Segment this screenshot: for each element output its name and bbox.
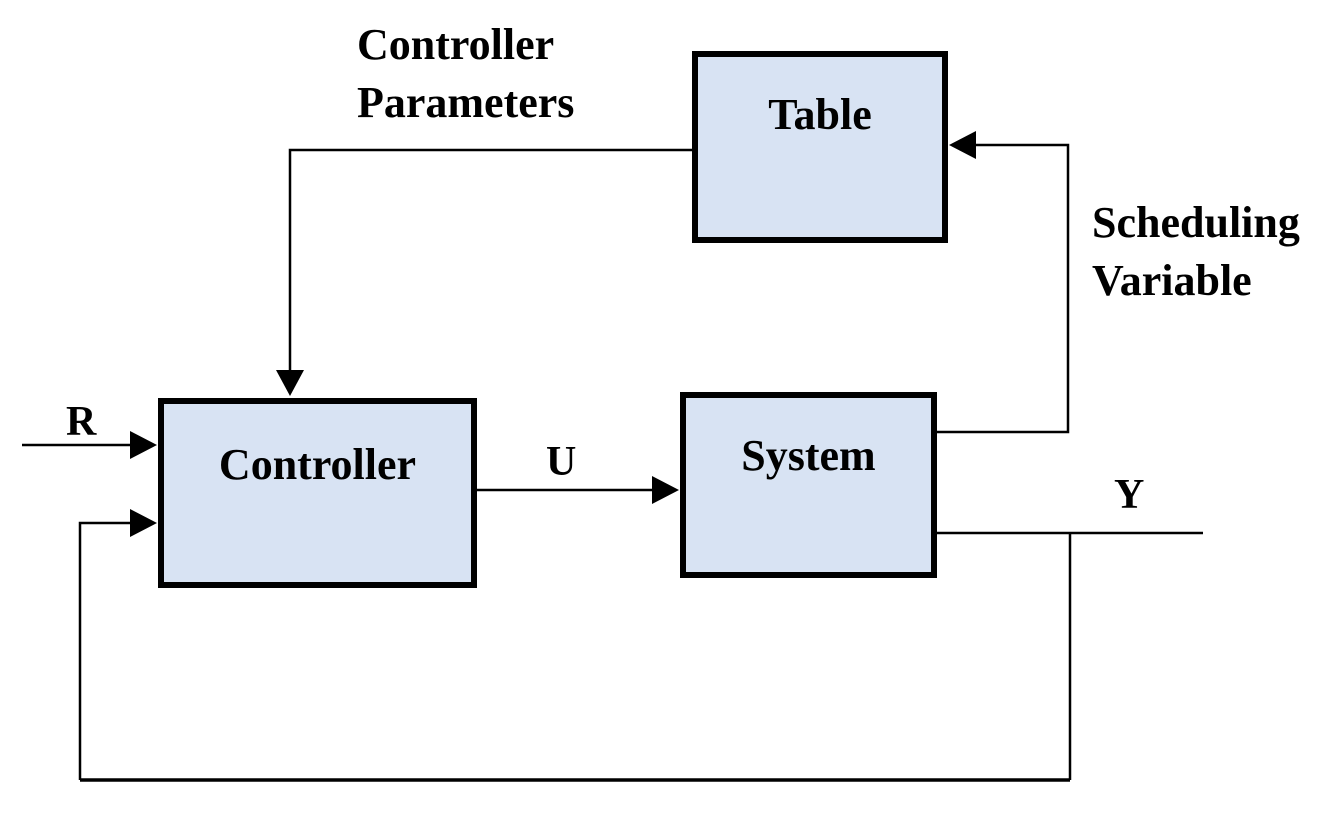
controller-parameters-line2: Parameters <box>357 78 575 127</box>
scheduling-variable-line1: Scheduling <box>1092 198 1300 247</box>
wire-table-to-controller <box>288 148 692 382</box>
controller-parameters-label: Controller Parameters <box>357 16 574 132</box>
output-signal-label: Y <box>1114 472 1145 518</box>
arrowhead-into-controller-top-icon <box>276 370 304 396</box>
scheduling-variable-label: Scheduling Variable <box>1092 194 1300 310</box>
arrowhead-feedback-into-controller-icon <box>130 509 157 537</box>
scheduling-variable-line2: Variable <box>1092 256 1252 305</box>
arrowhead-reference-into-controller-icon <box>130 431 157 459</box>
table-block: Table <box>692 51 948 243</box>
arrowhead-into-table-icon <box>949 131 976 159</box>
controller-block-label: Controller <box>218 440 417 489</box>
system-block: System <box>680 392 937 578</box>
table-block-label: Table <box>768 90 872 139</box>
controller-block: Controller <box>158 398 477 588</box>
system-block-label: System <box>741 431 876 480</box>
reference-signal-label: R <box>66 399 97 445</box>
controller-parameters-line1: Controller <box>357 20 555 69</box>
wire-scheduling-variable <box>937 143 1070 434</box>
arrowhead-into-system-icon <box>652 476 679 504</box>
wire-feedback-left <box>78 521 132 780</box>
control-signal-label: U <box>546 439 577 485</box>
